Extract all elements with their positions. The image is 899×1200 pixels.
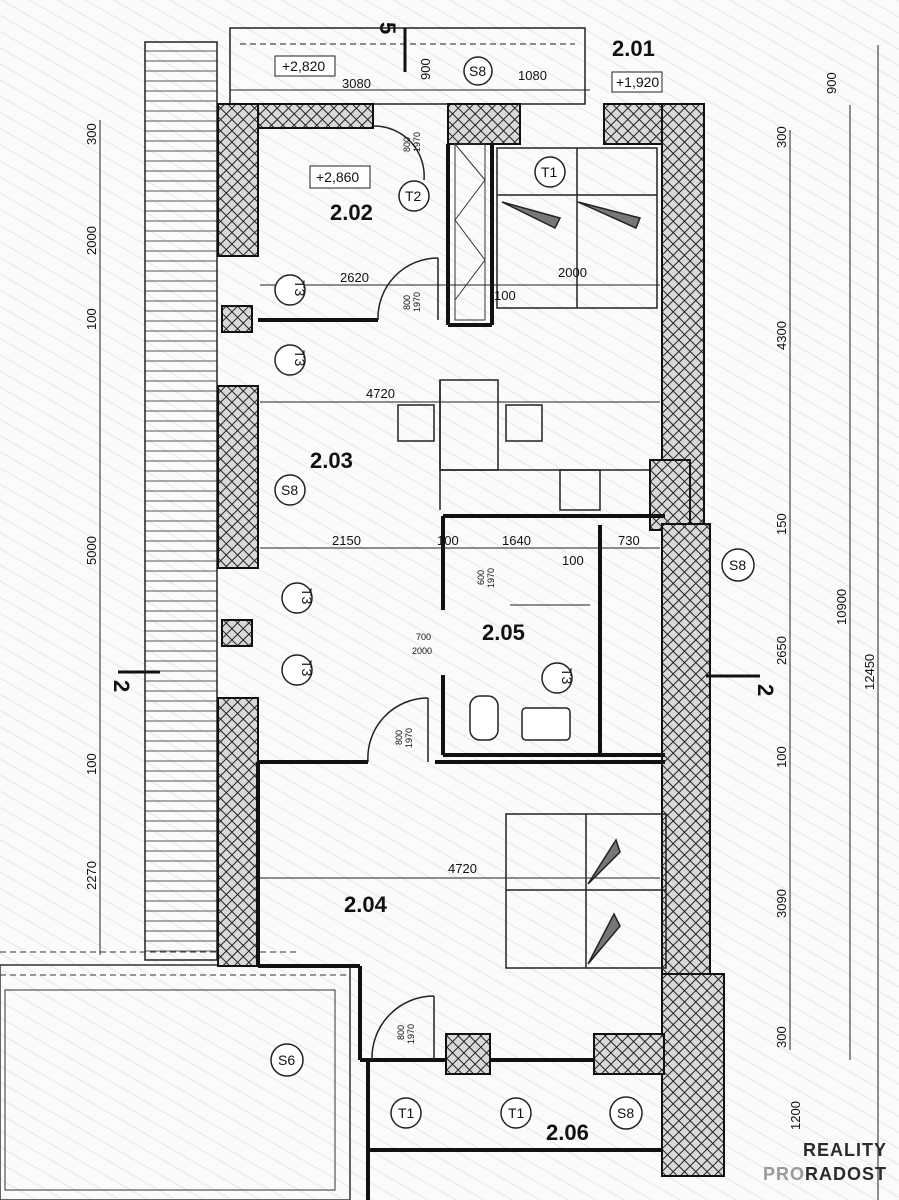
section-marks [118,28,760,678]
dining-table [397,379,650,511]
door1-width: 800 [402,137,412,152]
dim-4720-b: 4720 [448,861,477,876]
level-markers [274,55,663,189]
watermark-pro: PRO [762,1164,805,1184]
vdim-2270: 2270 [84,861,99,890]
vdim-5000: 5000 [84,536,99,565]
tag-t3-b: T3 [292,350,308,367]
vdim-300-right-b: 300 [774,1026,789,1048]
vdim-3090: 3090 [774,889,789,918]
left-terrace [144,41,218,961]
door2-height: 1970 [412,292,422,312]
vdim-300-right-a: 300 [774,126,789,148]
dim-900-top: 900 [418,58,433,80]
tag-t2: T2 [405,188,422,204]
vdim-300-left: 300 [84,123,99,145]
tag-s8-top: S8 [469,63,486,79]
dim-730: 730 [618,533,640,548]
tag-s8-left: S8 [281,482,298,498]
balcony-2-01 [229,27,586,105]
vdim-10900: 10900 [834,589,849,625]
vdim-100-left-b: 100 [84,753,99,775]
vdim-150: 150 [774,513,789,535]
bottom-terrace [0,951,351,1200]
vdim-2000-left: 2000 [84,226,99,255]
door5-height: 1970 [404,728,414,748]
tag-t3-c: T3 [299,588,315,605]
door1-height: 1970 [412,132,422,152]
door4-height: 2000 [412,646,432,656]
tag-s6: S6 [278,1052,295,1068]
dim-2620: 2620 [340,270,369,285]
door6-height: 1970 [406,1024,416,1044]
tag-t1-top: T1 [541,164,558,180]
watermark-line-1: REALITY [802,1140,887,1160]
tag-t3-a: T3 [292,280,308,297]
dim-100-b: 100 [437,533,459,548]
room-label-2-06: 2.06 [546,1120,589,1145]
dim-1080: 1080 [518,68,547,83]
dim-2150: 2150 [332,533,361,548]
dim-4720-a: 4720 [366,386,395,401]
dim-2000: 2000 [558,265,587,280]
dim-100-c: 100 [562,553,584,568]
vdim-2650: 2650 [774,636,789,665]
partition-walls [256,144,665,1200]
bed-2-02 [496,147,658,309]
vdim-1200: 1200 [788,1101,803,1130]
vdim-100-left-a: 100 [84,308,99,330]
bed-2-04 [505,813,667,969]
bathroom-fixtures [469,604,590,741]
tag-circles [270,56,755,1130]
tag-t3-d: T3 [299,660,315,677]
door4-width: 700 [416,632,431,642]
door6-width: 800 [396,1025,406,1040]
door-labels: 800 1970 800 1970 600 1970 700 2000 800 … [394,132,496,1044]
door2-width: 800 [402,295,412,310]
tag-s8-right: S8 [729,557,746,573]
dim-3080: 3080 [342,76,371,91]
wardrobe [454,143,486,321]
level-2860: +2,860 [316,169,359,185]
door3-width: 600 [476,570,486,585]
watermark-line-2: PRORADOST [763,1164,887,1185]
dimension-lines [99,45,879,1200]
room-label-2-01: 2.01 [612,36,655,61]
tag-t1-bottom-2: T1 [508,1105,525,1121]
dim-100-a: 100 [494,288,516,303]
tag-t1-bottom-1: T1 [398,1105,415,1121]
room-label-2-02: 2.02 [330,200,373,225]
section-mark-left: 2 [109,680,134,692]
vdim-100-right: 100 [774,746,789,768]
door-swings [367,125,439,1061]
tag-t3-e: T3 [559,668,575,685]
door3-height: 1970 [486,568,496,588]
vdim-12450: 12450 [862,654,877,690]
section-mark-top: 5 [375,22,400,34]
vdim-4300: 4300 [774,321,789,350]
vdim-900-right: 900 [824,72,839,94]
door5-width: 800 [394,730,404,745]
section-mark-right: 2 [753,684,778,696]
tag-s8-bottom: S8 [617,1105,634,1121]
watermark-radost: RADOST [805,1164,887,1184]
dim-1640: 1640 [502,533,531,548]
level-1920: +1,920 [616,74,659,90]
room-label-2-05: 2.05 [482,620,525,645]
load-bearing-walls [217,103,725,1177]
room-label-2-04: 2.04 [344,892,388,917]
agency-watermark: REALITY PRORADOST [741,1134,891,1194]
room-label-2-03: 2.03 [310,448,353,473]
level-2820: +2,820 [282,58,325,74]
